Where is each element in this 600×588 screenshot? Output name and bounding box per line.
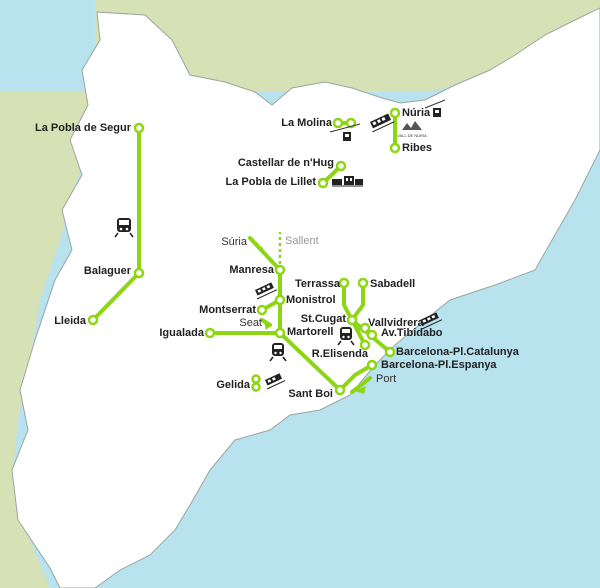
station-ribes[interactable]: [389, 142, 401, 154]
station-la-molina-b[interactable]: [345, 117, 357, 129]
label-igualada: Igualada: [159, 327, 204, 339]
label-av-tibidabo: Av.Tibidabo: [381, 327, 443, 339]
label-vallvidrera: Vallvidrera: [368, 317, 424, 329]
label-martorell: Martorell: [287, 326, 334, 338]
station-r-elisenda[interactable]: [359, 339, 371, 351]
line-sant-boi-espanya: [338, 363, 374, 392]
station-monistrol[interactable]: [274, 294, 286, 306]
train-icon: [114, 218, 134, 238]
station-igualada[interactable]: [204, 327, 216, 339]
label-sallent: Sallent: [285, 235, 319, 247]
label-la-molina: La Molina: [281, 117, 332, 129]
label-montserrat: Montserrat: [199, 304, 256, 316]
label-ribes: Ribes: [402, 142, 432, 154]
station-barcelona-pl-espanya[interactable]: [366, 359, 378, 371]
station-sabadell[interactable]: [357, 277, 369, 289]
line-suria-dashed: [248, 236, 264, 252]
station-st-cugat[interactable]: [346, 314, 358, 326]
heritage-train-icon: [332, 176, 363, 187]
station-terrassa[interactable]: [338, 277, 350, 289]
funicular-icon: [255, 282, 278, 300]
label-sant-boi: Sant Boi: [288, 388, 333, 400]
seat-arrow-icon: [264, 322, 272, 330]
label-la-pobla-de-segur: La Pobla de Segur: [35, 122, 131, 134]
station-av-tibidabo[interactable]: [366, 329, 378, 341]
label-suria: Súria: [221, 236, 247, 248]
label-seat: Seat: [239, 317, 262, 329]
station-manresa[interactable]: [274, 264, 286, 276]
line-port: [350, 376, 372, 394]
label-barcelona-pl-espanya: Barcelona-Pl.Espanya: [381, 359, 497, 371]
cable-car-icon: [424, 99, 446, 117]
line-martorell-sant-boi: [278, 331, 342, 392]
label-nuria: Núria: [402, 107, 431, 119]
station-martorell[interactable]: [274, 327, 286, 339]
rail-lines: [91, 111, 397, 394]
station-la-pobla-de-segur[interactable]: [133, 122, 145, 134]
funicular-icon: [265, 373, 286, 390]
label-balaguer: Balaguer: [83, 265, 131, 277]
label-monistrol: Monistrol: [286, 294, 336, 306]
train-icon: [337, 327, 355, 346]
label-r-elisenda: R.Elisenda: [311, 348, 368, 360]
line-sabadell: [350, 281, 365, 322]
train-icon: [269, 343, 287, 362]
label-st-cugat: St.Cugat: [300, 313, 346, 325]
station-la-pobla-de-lillet[interactable]: [317, 177, 329, 189]
station-castellar[interactable]: [335, 160, 347, 172]
station-nuria[interactable]: [389, 107, 401, 119]
cable-car-icon: [329, 123, 361, 141]
station-lleida[interactable]: [87, 314, 99, 326]
logo-text: VALL DE NÚRIA: [397, 133, 427, 138]
label-lleida: Lleida: [54, 315, 86, 327]
label-barcelona-pl-catalunya: Barcelona-Pl.Catalunya: [396, 346, 519, 358]
station-la-molina[interactable]: [332, 117, 344, 129]
label-sabadell: Sabadell: [370, 278, 416, 290]
label-castellar: Castellar de n'Hug: [237, 157, 334, 169]
station-barcelona-pl-catalunya[interactable]: [384, 346, 396, 358]
rack-railway-icon: [370, 113, 395, 133]
vall-de-nuria-logo: VALL DE NÚRIA: [397, 121, 427, 138]
station-montserrat[interactable]: [256, 304, 268, 316]
line-terrassa: [342, 281, 354, 322]
station-balaguer[interactable]: [133, 267, 145, 279]
station-vallvidrera[interactable]: [359, 322, 371, 334]
label-la-pobla-de-lillet: La Pobla de Lillet: [225, 176, 316, 188]
station-gelida-b[interactable]: [251, 382, 261, 392]
funicular-icon: [420, 312, 443, 330]
station-gelida-a[interactable]: [251, 374, 261, 384]
port-arrow-icon: [355, 386, 366, 394]
label-terrassa: Terrassa: [294, 278, 340, 290]
label-port: Port: [376, 373, 397, 385]
label-gelida: Gelida: [216, 379, 250, 391]
label-manresa: Manresa: [229, 264, 274, 276]
stations: [87, 107, 401, 396]
station-sant-boi[interactable]: [334, 384, 346, 396]
